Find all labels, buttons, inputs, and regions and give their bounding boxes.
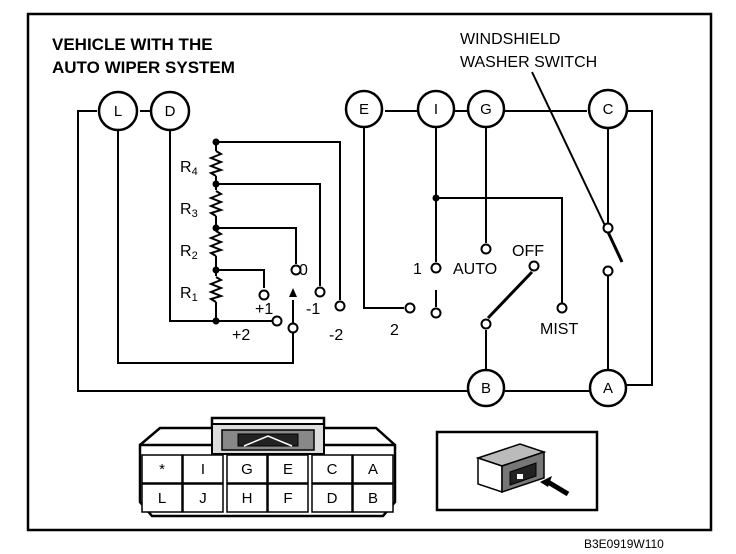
connector-face: * I G E C A L J H F D B xyxy=(138,416,397,518)
resistor-r1-label: R1 xyxy=(180,285,198,304)
connector-pin-label: D xyxy=(327,490,338,507)
switch-pos-mist-label: MIST xyxy=(540,321,578,338)
washer-switch-leader xyxy=(531,71,609,233)
terminal-d: D xyxy=(149,90,191,132)
connector-pin-label: E xyxy=(283,461,293,478)
connector-pin-label: H xyxy=(242,490,253,507)
position-0-label: 0 xyxy=(299,262,308,279)
position-minus1-label: -1 xyxy=(306,301,320,318)
connector-pin-label: * xyxy=(159,461,165,478)
svg-text:D: D xyxy=(165,103,176,120)
svg-text:L: L xyxy=(114,103,122,120)
switch-pos-1-label: 1 xyxy=(413,261,422,278)
diagram-frame xyxy=(26,12,713,532)
heading-line-1: VEHICLE WITH THE xyxy=(52,35,213,54)
position-plus2-label: +2 xyxy=(232,327,250,344)
position-minus2-label: -2 xyxy=(329,327,343,344)
diagram-code: B3E0919W110 xyxy=(584,537,664,551)
terminal-b: B xyxy=(466,368,506,408)
terminal-c: C xyxy=(587,88,629,130)
junction-dots xyxy=(212,138,440,325)
resistor-r4-label: R4 xyxy=(180,159,198,178)
svg-text:I: I xyxy=(434,101,438,118)
heading-line-2: AUTO WIPER SYSTEM xyxy=(52,58,235,77)
insertion-arrow-icon xyxy=(540,476,570,497)
terminal-l: L xyxy=(97,90,139,132)
terminal-g: G xyxy=(466,89,506,129)
terminals: L D E I G C B A xyxy=(97,88,629,408)
wiring xyxy=(77,110,653,392)
terminal-a: A xyxy=(588,368,628,408)
washer-switch-label-1: WINDSHIELD xyxy=(460,31,560,48)
connector-bottom-row: L J H F D B xyxy=(141,483,394,513)
switch-pos-off-label: OFF xyxy=(512,243,544,260)
connector-pin-label: J xyxy=(199,490,207,507)
svg-text:E: E xyxy=(359,101,369,118)
terminal-i: I xyxy=(416,89,456,129)
connector-pin-label: G xyxy=(241,461,253,478)
terminal-e: E xyxy=(344,89,384,129)
connector-pin-label: F xyxy=(283,490,292,507)
svg-text:A: A xyxy=(603,380,613,397)
connector-view-inset xyxy=(435,430,599,512)
resistor-labels: R4 R3 R2 R1 xyxy=(180,159,198,304)
svg-text:G: G xyxy=(480,101,492,118)
connector-pin-label: B xyxy=(368,490,378,507)
position-labels: 0 +1 +2 -1 -2 1 AUTO OFF 2 MIST xyxy=(232,243,578,344)
connector-pin-label: C xyxy=(327,461,338,478)
resistor-r2-label: R2 xyxy=(180,243,198,262)
connector-pin-label: I xyxy=(201,461,205,478)
washer-switch-label-2: WASHER SWITCH xyxy=(460,54,597,71)
switch-pos-auto-label: AUTO xyxy=(453,261,497,278)
connector-top-row: * I G E C A xyxy=(141,454,394,484)
svg-text:B: B xyxy=(481,380,491,397)
resistor-r3-label: R3 xyxy=(180,201,198,220)
position-plus1-label: +1 xyxy=(255,301,273,318)
resistors xyxy=(208,150,225,303)
connector-pin-label: L xyxy=(158,490,166,507)
switch-contacts xyxy=(258,222,614,334)
svg-text:C: C xyxy=(603,101,614,118)
connector-pin-label: A xyxy=(368,461,378,478)
switch-pos-2-label: 2 xyxy=(390,322,399,339)
